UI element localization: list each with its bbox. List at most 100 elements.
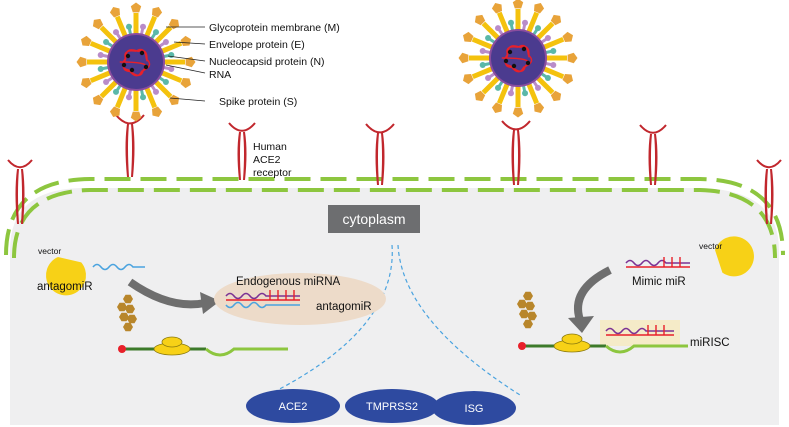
ace2-receptor-icon bbox=[7, 159, 33, 224]
arrow-icon bbox=[127, 278, 220, 314]
arrow-icon bbox=[568, 266, 612, 333]
membrane-glycoprotein bbox=[153, 29, 160, 36]
membrane-glycoprotein bbox=[550, 62, 557, 69]
spike-tip bbox=[180, 78, 191, 89]
ace2-receptor-icon bbox=[756, 159, 782, 224]
risc-complex-icon bbox=[117, 294, 288, 357]
membrane-glycoprotein bbox=[103, 79, 110, 86]
membrane-glycoprotein bbox=[97, 66, 104, 73]
spike-tip bbox=[81, 78, 92, 89]
spike-protein bbox=[114, 85, 128, 109]
ribosome-icon bbox=[561, 333, 583, 345]
membrane-glycoprotein bbox=[162, 79, 169, 86]
membrane-glycoprotein bbox=[153, 88, 160, 95]
spike-tip bbox=[550, 90, 562, 102]
nucleocapsid-protein bbox=[129, 67, 135, 73]
receptor-cup bbox=[756, 159, 782, 169]
spike-tip bbox=[512, 0, 524, 9]
mirna-complex-bg bbox=[214, 273, 386, 325]
spike-protein bbox=[144, 15, 158, 39]
spike-label: Spike protein (S) bbox=[219, 96, 297, 108]
antagomir-strand bbox=[92, 263, 145, 271]
membrane-glycoprotein bbox=[544, 34, 551, 41]
spike-protein bbox=[471, 36, 495, 50]
ago-protein-subunit bbox=[525, 301, 535, 311]
receptor-cup bbox=[115, 114, 145, 125]
vector-icon bbox=[715, 236, 754, 277]
cell-body bbox=[10, 188, 779, 425]
receptor-stalk bbox=[125, 124, 129, 177]
membrane-label: Glycoprotein membrane (M) bbox=[209, 22, 340, 34]
spike-protein bbox=[99, 25, 119, 45]
receptor-stalk bbox=[770, 169, 774, 224]
spike-protein bbox=[535, 21, 555, 41]
ace2-receptor-icon bbox=[501, 120, 531, 185]
membrane-glycoprotein bbox=[507, 19, 514, 26]
spike-tip bbox=[463, 31, 474, 42]
nucleocapsid-protein bbox=[121, 62, 127, 68]
membrane-glycoprotein bbox=[162, 38, 169, 45]
membrane-glycoprotein bbox=[550, 47, 557, 54]
risc-complex-icon bbox=[517, 291, 688, 354]
mirisc-bg bbox=[600, 320, 680, 346]
nucleocapsid-protein bbox=[125, 53, 131, 59]
ace2-receptor-icon bbox=[115, 114, 145, 177]
mrna-cap bbox=[518, 342, 526, 350]
receptor-stalk bbox=[511, 130, 515, 185]
mirisc-label: miRISC bbox=[690, 337, 730, 349]
spike-protein bbox=[159, 40, 183, 54]
virus-icon bbox=[458, 0, 578, 118]
spike-protein bbox=[159, 70, 183, 84]
spike-tip bbox=[534, 3, 545, 14]
mirna-duplex-icon bbox=[225, 290, 300, 309]
nucleocapsid-label: Nucleocapsid protein (N) bbox=[209, 56, 325, 68]
ribosome-icon bbox=[161, 336, 183, 348]
spike-tip bbox=[491, 102, 502, 113]
complex-agent-label: antagomiR bbox=[316, 301, 372, 313]
rna-label: RNA bbox=[209, 69, 231, 81]
receptor-cup bbox=[7, 159, 33, 169]
receptor-cup bbox=[639, 124, 667, 134]
ago-protein-subunit bbox=[123, 322, 133, 332]
membrane-glycoprotein bbox=[479, 47, 486, 54]
spike-tip bbox=[458, 52, 469, 64]
receptor-label-line-3: receptor bbox=[253, 167, 292, 179]
mrna-icon bbox=[205, 347, 288, 357]
receptor-stalk bbox=[764, 169, 768, 224]
spike-tip bbox=[512, 107, 524, 118]
vector-icon bbox=[46, 257, 86, 296]
membrane-glycoprotein bbox=[112, 88, 119, 95]
membrane-glycoprotein bbox=[140, 23, 147, 30]
receptor-cup bbox=[365, 123, 395, 134]
ace2-receptor-icon bbox=[228, 122, 256, 180]
nucleocapsid-protein bbox=[525, 60, 531, 66]
receptor-label-line-2: ACE2 bbox=[253, 154, 281, 166]
target-label-tmprss2: TMPRSS2 bbox=[366, 401, 418, 413]
nucleocapsid-protein bbox=[503, 58, 509, 64]
spike-protein bbox=[481, 75, 501, 95]
spike-tip bbox=[152, 106, 163, 117]
spike-tip bbox=[109, 106, 120, 117]
spike-tip bbox=[474, 90, 486, 102]
mirisc-mirna-icon bbox=[605, 325, 674, 336]
spike-protein bbox=[114, 15, 128, 39]
target-label-ace2: ACE2 bbox=[279, 401, 308, 413]
envelope-label: Envelope protein (E) bbox=[209, 39, 305, 51]
membrane-glycoprotein bbox=[544, 75, 551, 82]
membrane-glycoprotein bbox=[485, 34, 492, 41]
spike-tip bbox=[567, 52, 578, 64]
receptor-stalk bbox=[131, 124, 135, 177]
cytoplasm-box bbox=[328, 205, 420, 233]
membrane-glycoprotein bbox=[479, 62, 486, 69]
membrane-glycoprotein bbox=[125, 94, 132, 101]
cytoplasm-label: cytoplasm bbox=[342, 211, 405, 227]
target-oval-isg bbox=[432, 391, 516, 425]
ago-protein-subunit bbox=[119, 312, 129, 322]
spike-protein bbox=[526, 11, 540, 35]
receptor-stalk bbox=[237, 132, 241, 180]
target-label-isg: ISG bbox=[465, 403, 484, 415]
membrane-glycoprotein bbox=[112, 29, 119, 36]
spike-tip bbox=[550, 14, 562, 26]
spike-protein bbox=[144, 85, 158, 109]
